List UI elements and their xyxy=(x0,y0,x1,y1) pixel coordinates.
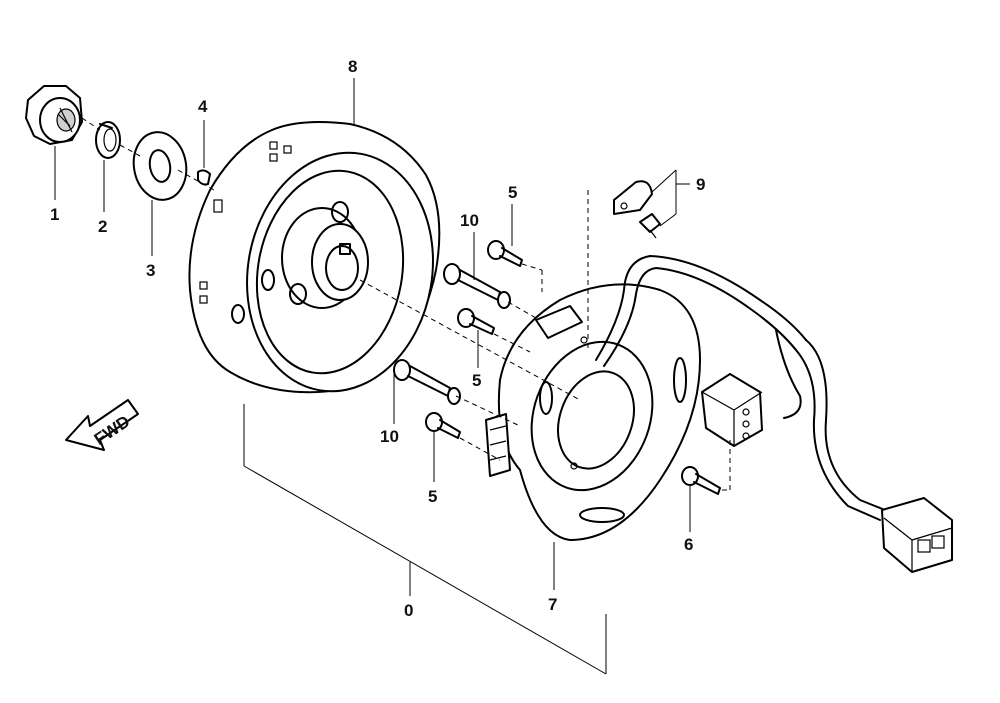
wire-harness xyxy=(595,255,953,573)
callout-6: 6 xyxy=(684,535,693,554)
callout-7: 7 xyxy=(548,595,557,614)
spring-washer-part-2 xyxy=(95,121,121,159)
screw-part-6 xyxy=(681,466,721,495)
callout-0: 0 xyxy=(404,601,413,620)
alignment-lines xyxy=(81,117,731,491)
callout-10-lower: 10 xyxy=(380,427,399,446)
fwd-direction-arrow: FWD xyxy=(65,399,139,451)
callout-1: 1 xyxy=(50,205,59,224)
callout-5-top: 5 xyxy=(508,183,517,202)
callout-labels: 1 2 3 4 8 5 10 5 10 5 6 7 9 0 xyxy=(50,57,705,620)
flywheel-rotor-part-8 xyxy=(188,121,441,394)
callout-leaders xyxy=(54,78,691,675)
callout-5-middle: 5 xyxy=(472,371,481,390)
clamp-part-9 xyxy=(613,180,661,239)
callout-4: 4 xyxy=(198,97,208,116)
screw-part-5-bottom xyxy=(425,412,461,439)
flange-nut-part-1 xyxy=(25,85,83,145)
bolt-part-10-lower xyxy=(393,359,461,405)
stator-plate-part-7 xyxy=(485,283,701,541)
callout-2: 2 xyxy=(98,217,107,236)
woodruff-key-part-4 xyxy=(197,169,211,186)
callout-8: 8 xyxy=(348,57,357,76)
callout-9: 9 xyxy=(696,175,705,194)
washer-part-3 xyxy=(132,131,188,201)
screw-part-5-top xyxy=(487,240,523,267)
screw-part-5-middle xyxy=(457,308,495,335)
bolt-part-10-upper xyxy=(443,263,511,309)
callout-3: 3 xyxy=(146,261,155,280)
callout-5-bottom: 5 xyxy=(428,487,437,506)
callout-10-upper: 10 xyxy=(460,211,479,230)
